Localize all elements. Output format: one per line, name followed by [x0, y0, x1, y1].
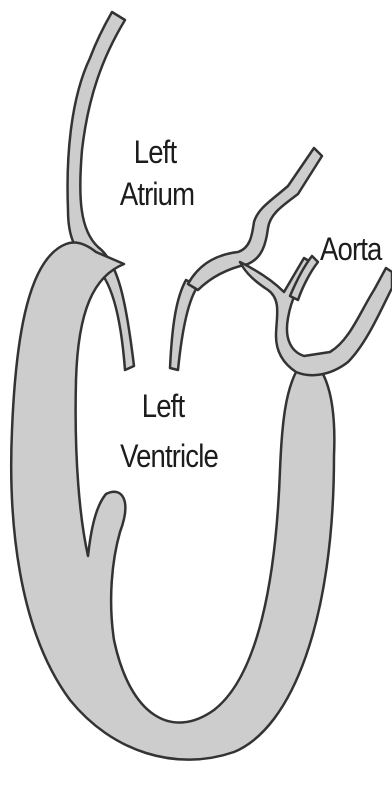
left-atrium-label-line2: Atrium: [101, 172, 213, 216]
left-ventricle-label-line2: Ventricle: [105, 434, 234, 478]
left-atrium-label-line1: Left: [108, 130, 203, 174]
aorta-label: Aorta: [320, 227, 392, 271]
aortic-outflow-wall: [240, 258, 392, 375]
mitral-valve-leaflet: [170, 280, 198, 370]
left-ventricle-label-line1: Left: [116, 384, 211, 428]
